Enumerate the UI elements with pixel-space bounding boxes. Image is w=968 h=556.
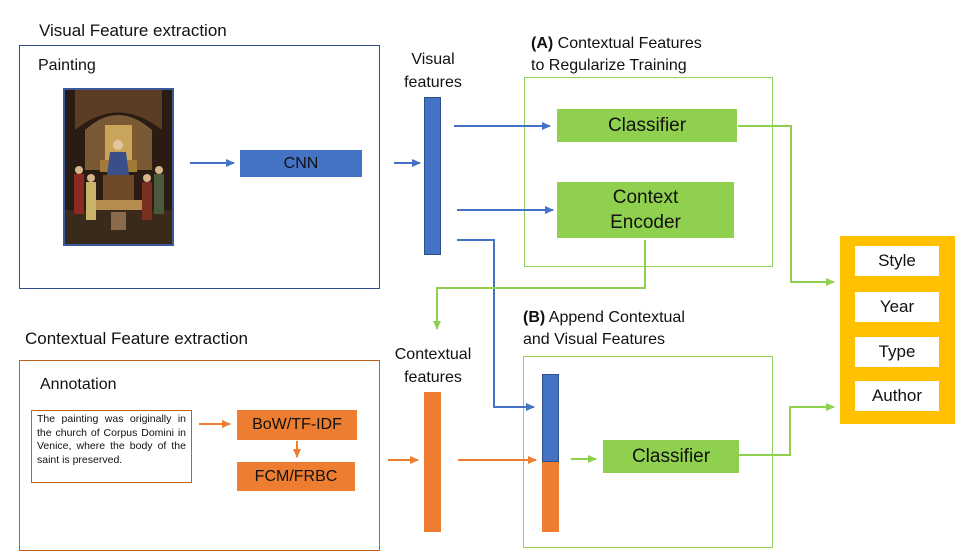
- arrow-classifier-a-output: [738, 125, 835, 286]
- output-year: Year: [855, 292, 939, 322]
- panel-b-box: [523, 356, 773, 548]
- output-author: Author: [855, 381, 939, 411]
- panel-a-box: [524, 77, 773, 267]
- context-encoder-line1: Context: [612, 187, 679, 208]
- arrow-encoder-contextual: [433, 240, 646, 330]
- fcm-frbc-block: FCM/FRBC: [237, 462, 355, 491]
- visual-features-label-line2: features: [404, 74, 462, 91]
- visual-features-label: Visual features: [393, 48, 473, 94]
- arrow-visual-concat: [457, 239, 535, 411]
- cnn-block: CNN: [240, 150, 362, 177]
- panel-a-classifier: Classifier: [557, 109, 737, 142]
- context-encoder: Context Encoder: [557, 182, 734, 238]
- contextual-features-bar: [424, 392, 441, 532]
- panel-b-tag: (B): [523, 309, 546, 326]
- contextual-features-label: Contextual features: [383, 343, 483, 389]
- output-style: Style: [855, 246, 939, 276]
- concat-visual-segment: [542, 374, 559, 462]
- visual-features-bar: [424, 97, 441, 255]
- panel-a-tag: (A): [531, 35, 554, 52]
- bow-tfidf-block: BoW/TF-IDF: [237, 410, 357, 440]
- annotation-text: The painting was originally in the churc…: [31, 410, 192, 483]
- visual-extraction-box: [19, 45, 380, 289]
- arrow-classifier-b-output: [739, 403, 835, 456]
- panel-a-title-line1: Contextual Features: [553, 35, 702, 52]
- panel-b-title: (B) Append Contextual and Visual Feature…: [523, 307, 685, 351]
- contextual-extraction-box: [19, 360, 380, 551]
- panel-b-title-line1: Append Contextual: [545, 309, 685, 326]
- visual-section-title: Visual Feature extraction: [39, 21, 227, 40]
- panel-a-title-line2: to Regularize Training: [531, 57, 687, 74]
- painting-label: Painting: [38, 57, 96, 74]
- panel-b-title-line2: and Visual Features: [523, 331, 666, 348]
- panel-a-title: (A) Contextual Features to Regularize Tr…: [531, 33, 702, 77]
- contextual-features-label-line1: Contextual: [394, 346, 472, 363]
- context-encoder-line2: Encoder: [610, 212, 681, 233]
- annotation-label: Annotation: [40, 376, 117, 393]
- visual-features-label-line1: Visual: [411, 51, 455, 68]
- contextual-section-title: Contextual Feature extraction: [25, 329, 249, 348]
- painting-image: [63, 88, 174, 246]
- panel-b-classifier: Classifier: [603, 440, 739, 473]
- output-type: Type: [855, 337, 939, 367]
- concat-contextual-segment: [542, 462, 559, 532]
- contextual-features-label-line2: features: [404, 369, 462, 386]
